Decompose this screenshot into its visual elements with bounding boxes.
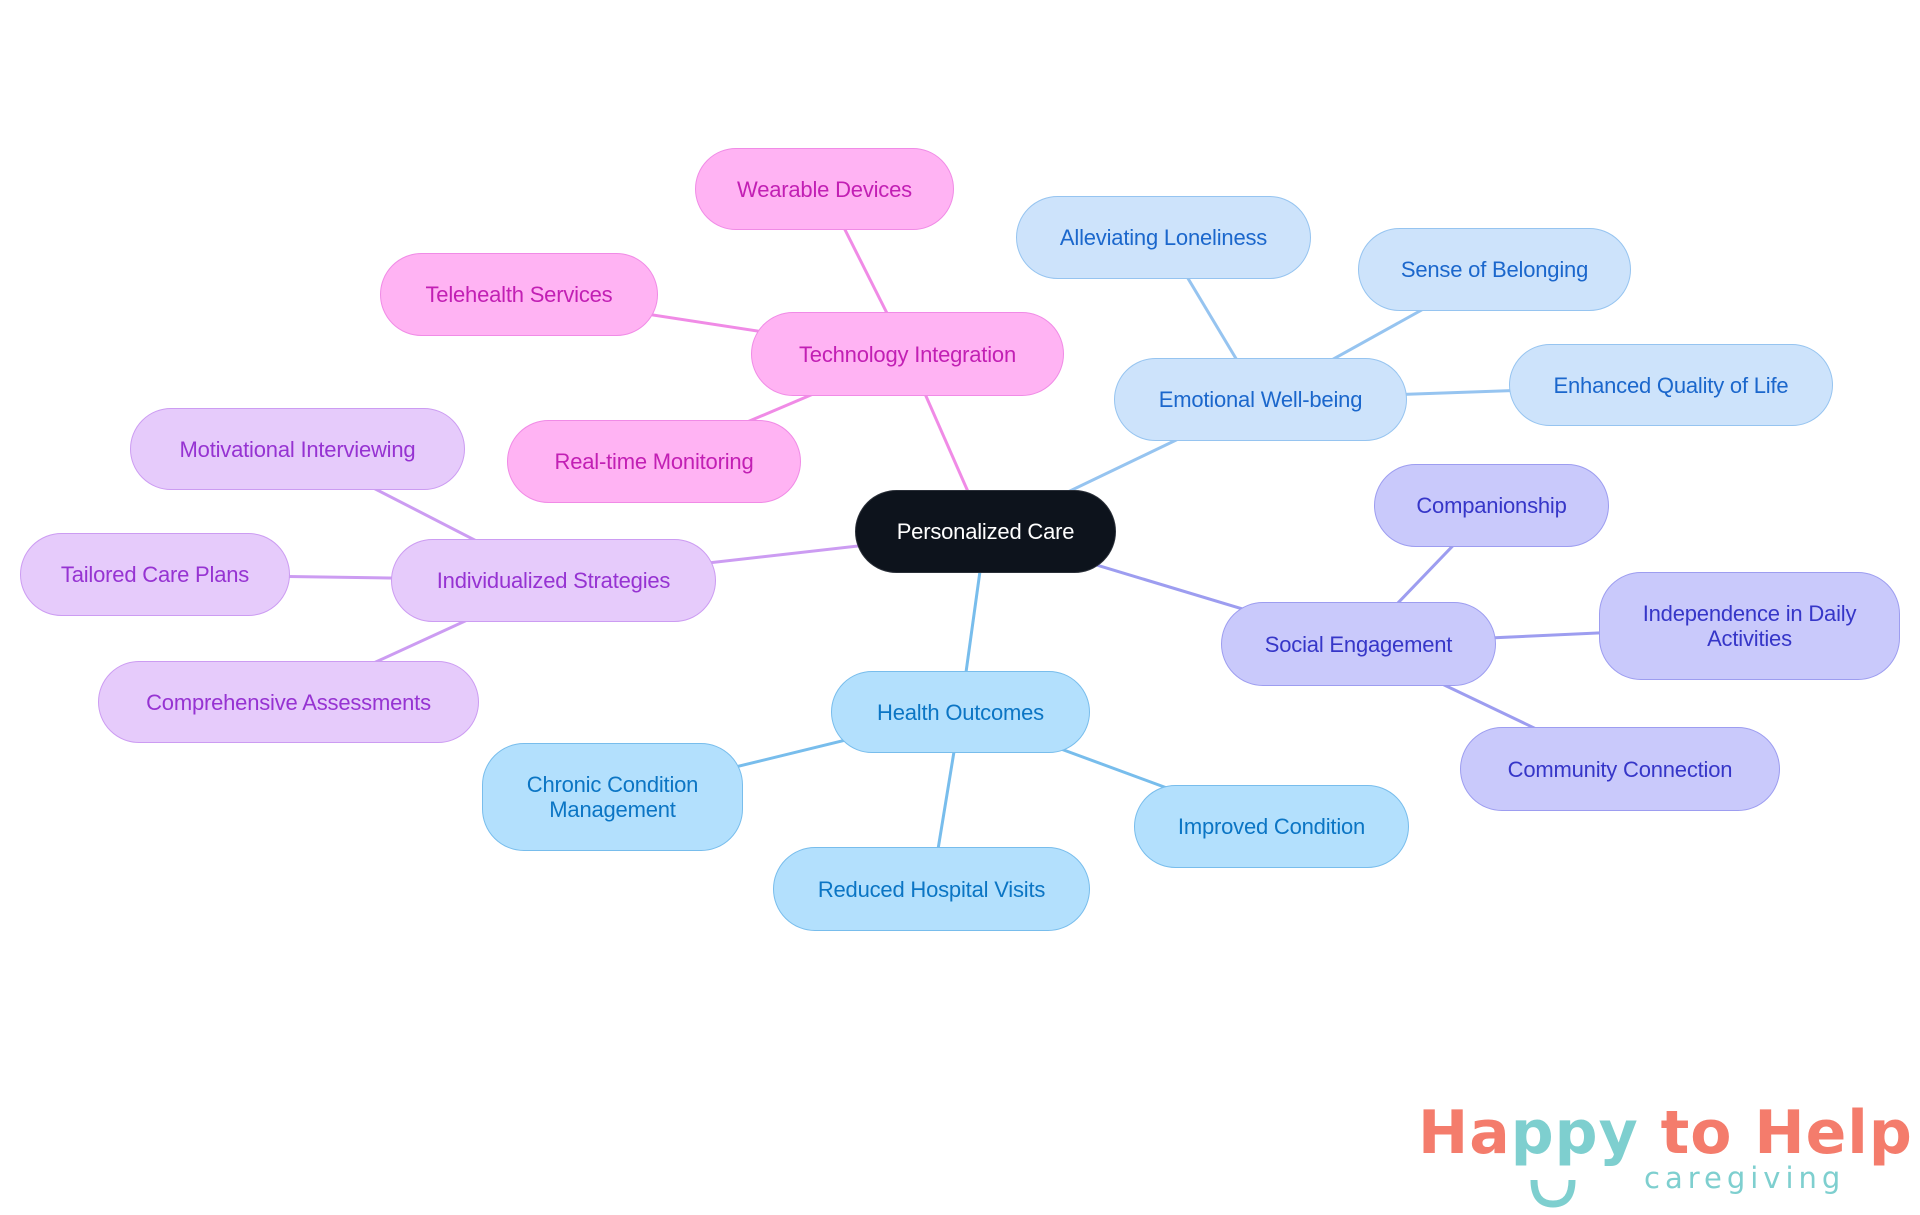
root-node-personalized-care[interactable]: Personalized Care [855, 490, 1116, 573]
node-label: Real-time Monitoring [554, 449, 754, 474]
node-label: Improved Condition [1177, 814, 1366, 839]
node-label: Companionship [1416, 493, 1567, 518]
node-label: Comprehensive Assessments [146, 689, 431, 715]
leaf-node-community[interactable]: Community Connection [1460, 727, 1780, 811]
leaf-node-independence[interactable]: Independence in Daily Activities [1599, 572, 1900, 680]
branch-node-tech[interactable]: Technology Integration [751, 312, 1064, 396]
node-label: Chronic Condition Management [526, 772, 699, 822]
node-label: Health Outcomes [877, 699, 1044, 725]
leaf-node-tailored[interactable]: Tailored Care Plans [20, 533, 290, 616]
node-label: Tailored Care Plans [60, 562, 250, 587]
leaf-node-companionship[interactable]: Companionship [1374, 464, 1609, 547]
leaf-node-telehealth[interactable]: Telehealth Services [380, 253, 658, 336]
node-label: Reduced Hospital Visits [817, 876, 1046, 902]
logo-subtitle: caregiving [1644, 1161, 1846, 1195]
branch-node-health[interactable]: Health Outcomes [831, 671, 1090, 753]
node-label: Community Connection [1507, 756, 1733, 782]
node-label: Emotional Well-being [1158, 387, 1363, 412]
branch-node-social[interactable]: Social Engagement [1221, 602, 1496, 686]
node-label: Wearable Devices [737, 176, 912, 202]
leaf-node-realtime[interactable]: Real-time Monitoring [507, 420, 801, 503]
node-label: Motivational Interviewing [179, 436, 416, 462]
node-label: Individualized Strategies [436, 568, 671, 593]
node-label: Personalized Care [896, 519, 1075, 544]
leaf-node-improved[interactable]: Improved Condition [1134, 785, 1409, 868]
leaf-node-assessments[interactable]: Comprehensive Assessments [98, 661, 479, 743]
smile-icon [1530, 1179, 1576, 1208]
leaf-node-loneliness[interactable]: Alleviating Loneliness [1016, 196, 1311, 279]
leaf-node-hospital[interactable]: Reduced Hospital Visits [773, 847, 1090, 931]
branch-node-individualized[interactable]: Individualized Strategies [391, 539, 716, 622]
leaf-node-quality[interactable]: Enhanced Quality of Life [1509, 344, 1833, 426]
leaf-node-belonging[interactable]: Sense of Belonging [1358, 228, 1631, 311]
node-label: Sense of Belonging [1400, 257, 1589, 282]
leaf-node-motivational[interactable]: Motivational Interviewing [130, 408, 465, 490]
leaf-node-chronic[interactable]: Chronic Condition Management [482, 743, 743, 851]
node-label: Technology Integration [799, 341, 1016, 367]
node-label: Independence in Daily Activities [1642, 601, 1857, 651]
leaf-node-wearable[interactable]: Wearable Devices [695, 148, 954, 230]
node-label: Enhanced Quality of Life [1553, 372, 1789, 398]
happy-to-help-logo: Happy to Help caregiving [1418, 1098, 1912, 1208]
branch-node-emotional[interactable]: Emotional Well-being [1114, 358, 1407, 441]
node-label: Social Engagement [1264, 631, 1453, 657]
logo-title: Happy to Help [1418, 1098, 1913, 1168]
node-label: Alleviating Loneliness [1059, 225, 1268, 250]
node-label: Telehealth Services [425, 282, 613, 307]
